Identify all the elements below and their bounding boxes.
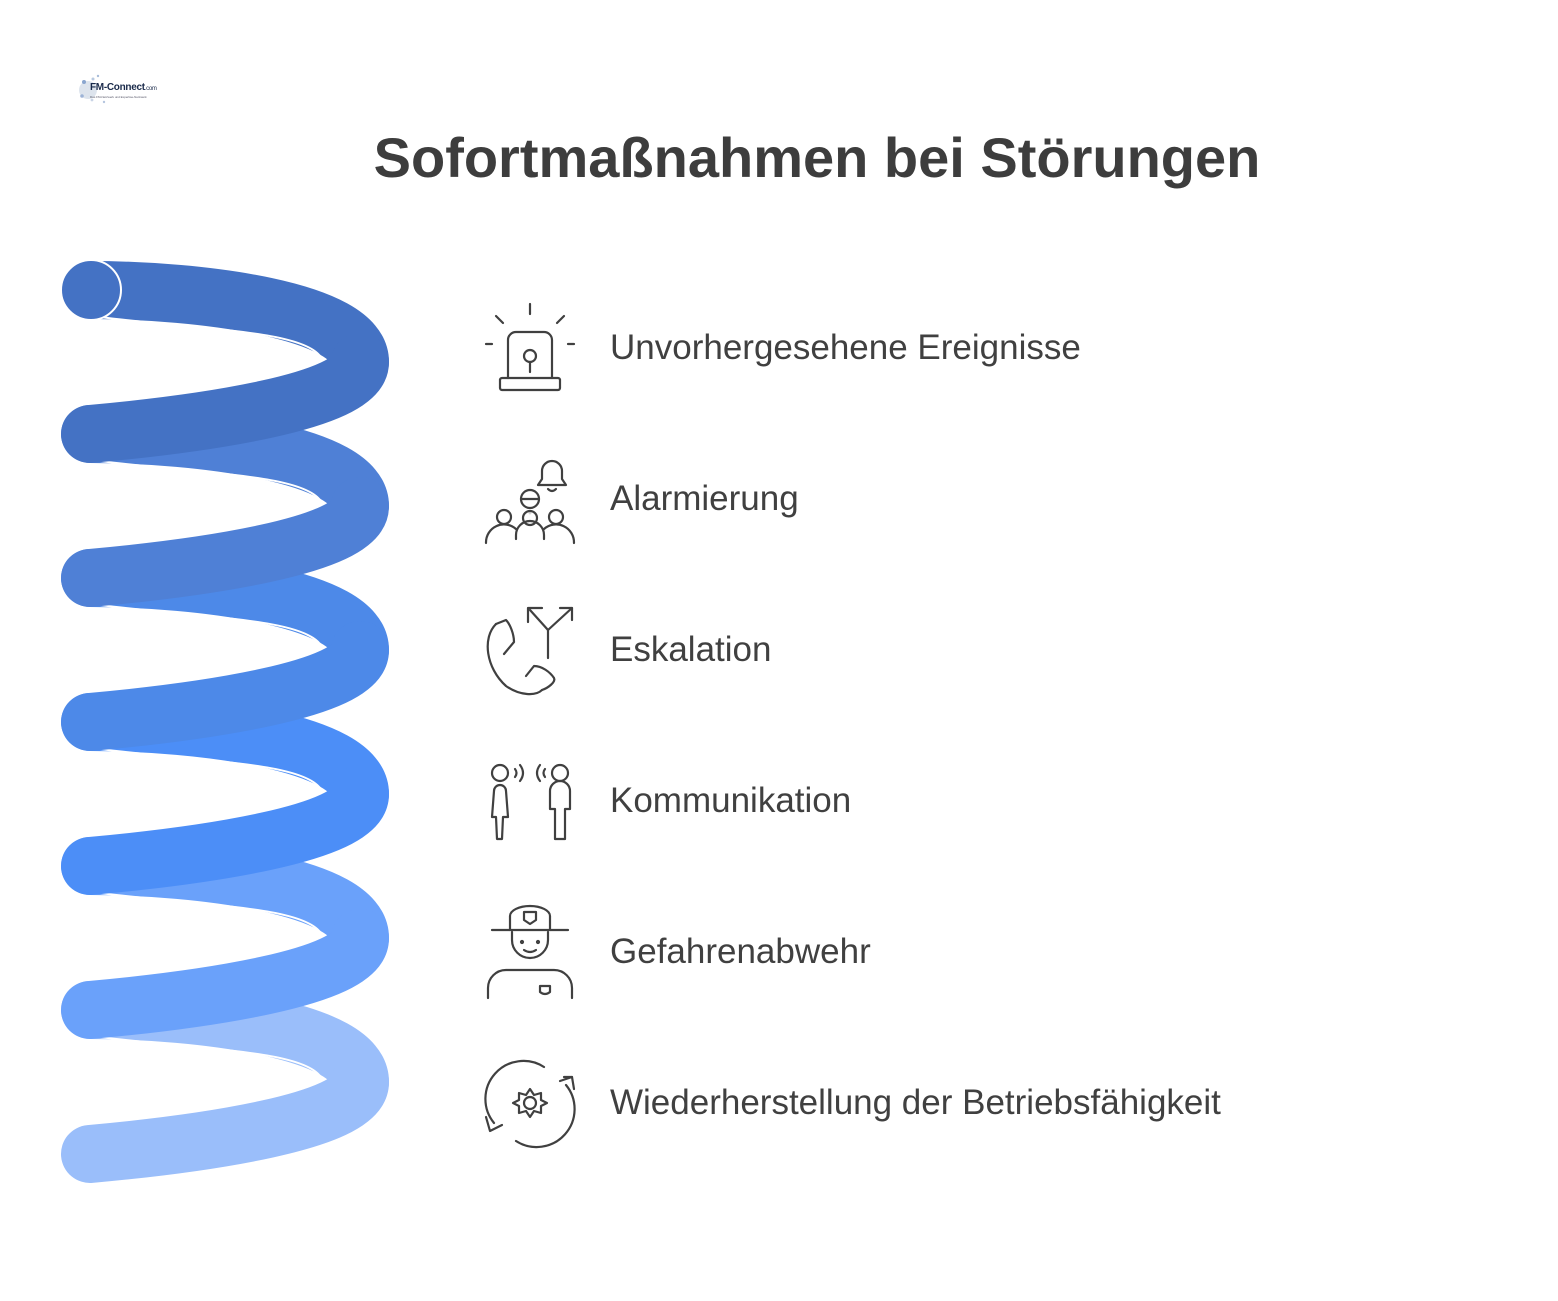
step-label: Kommunikation: [610, 781, 852, 820]
logo: FM-Connect.com Das FM-Netzwerk und Exper…: [78, 70, 157, 110]
coil-front-strand: [61, 1053, 389, 1183]
gear-refresh-icon: [480, 1053, 580, 1153]
coil-front-strand: [61, 909, 389, 1039]
coil-spring-graphic: [60, 259, 389, 1183]
logo-splash-icon: [79, 74, 106, 104]
coil-highlight: [99, 604, 321, 645]
group-bell-icon: [480, 449, 580, 549]
step-alarmierung: Alarmierung: [480, 449, 799, 549]
step-label: Eskalation: [610, 630, 772, 669]
coil-front-strand: [61, 477, 389, 607]
phone-arrows-icon: [480, 600, 580, 700]
logo-text: FM-Connect.com: [90, 82, 157, 93]
coil-highlight: [99, 1036, 321, 1077]
coil-front-strand: [61, 621, 389, 751]
step-wiederherstellung: Wiederherstellung der Betriebsfähigkeit: [480, 1053, 1221, 1153]
step-label: Unvorhergesehene Ereignisse: [610, 328, 1081, 367]
step-label: Wiederherstellung der Betriebsfähigkeit: [610, 1083, 1221, 1122]
step-label: Alarmierung: [610, 479, 799, 518]
coil-front-strand: [61, 333, 389, 463]
firefighter-icon: [480, 902, 580, 1002]
people-talking-icon: [480, 751, 580, 851]
step-eskalation: Eskalation: [480, 600, 771, 700]
page-title: Sofortmaßnahmen bei Störungen: [373, 126, 1261, 189]
siren-alarm-icon: [480, 298, 580, 398]
coil-highlight: [99, 748, 321, 789]
coil-highlight: [99, 892, 321, 933]
coil-highlight: [99, 460, 321, 501]
coil-highlight: [99, 316, 321, 357]
step-label: Gefahrenabwehr: [610, 932, 871, 971]
coil-start-cap: [60, 259, 122, 321]
step-unvorhergesehene-ereignisse: Unvorhergesehene Ereignisse: [480, 298, 1081, 398]
step-kommunikation: Kommunikation: [480, 751, 851, 851]
coil-back-strand: [61, 261, 389, 391]
logo-tagline: Das FM-Netzwerk und Expertise-Netzwerk: [90, 95, 147, 99]
coil-front-strand: [61, 765, 389, 895]
step-gefahrenabwehr: Gefahrenabwehr: [480, 902, 871, 1002]
